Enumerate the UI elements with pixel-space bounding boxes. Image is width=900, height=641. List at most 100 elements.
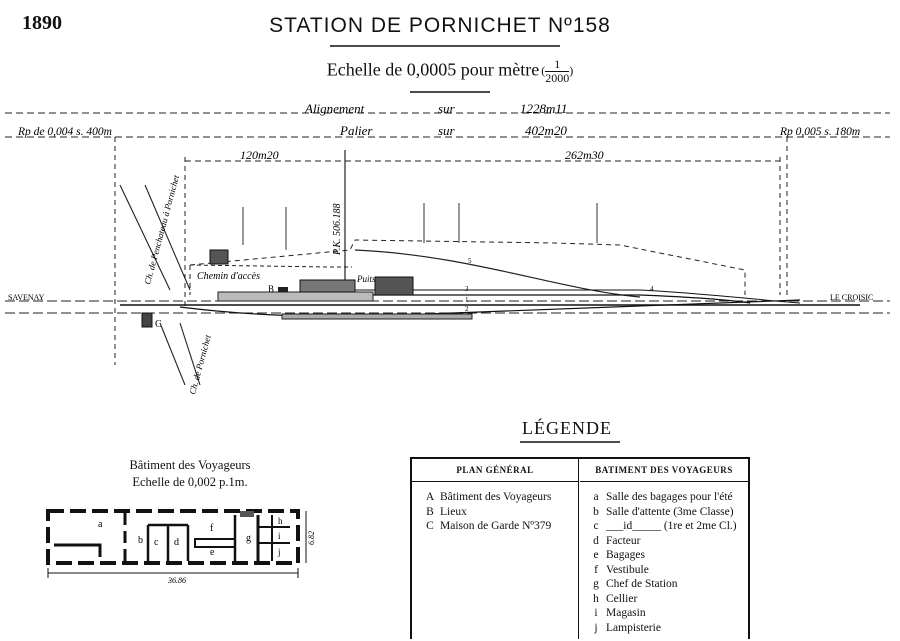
pk-label: P.K. 506.188 [332,204,343,257]
legend-label: Chef de Station [606,578,678,590]
level-label: Palier [339,123,373,138]
title-underline [330,45,560,47]
track-number-5: 5 [468,257,472,265]
plan-general-header: PLAN GÉNÉRAL [412,459,578,482]
batiment-title: Bâtiment des Voyageurs [129,458,251,472]
batiment-header: BATIMENT DES VOYAGEURS [580,459,748,482]
platform-lower [281,313,473,320]
legend-label: Cellier [606,592,638,605]
batiment-scale: Echelle de 0,002 p.1m. [132,475,248,489]
building-c-label: C [155,319,162,330]
gradient-left: Rp de 0,004 s. 400m [17,126,112,138]
legend-table: PLAN GÉNÉRAL A Bâtiment des Voyageurs B Li… [410,457,750,639]
road-top-left [119,184,171,291]
room-h: h [278,516,283,526]
room-b: b [138,535,143,546]
road-top-label: Ch. de Penchateau à Pornichet [142,174,181,286]
page-title: STATION DE PORNICHET Nº158 [269,14,611,37]
road-bottom-left [159,322,186,386]
list-item: d Facteur [586,534,748,549]
legend-key: C [426,520,434,532]
list-item: A Bâtiment des Voyageurs [420,490,578,505]
legend-label: Bâtiment des Voyageurs [440,491,552,503]
legend-key: h [593,592,599,605]
legend-label: Salle des bagages pour l'été [606,491,733,503]
track-number-4: 4 [650,285,654,293]
list-item: e Bagages [586,548,748,563]
list-item: i Magasin [586,606,748,621]
legend-batiment: BATIMENT DES VOYAGEURS a Salle des bagage… [580,459,748,639]
well-label: Puits [356,274,376,284]
legend-label: Vestibule [606,563,649,576]
legend-key: B [426,505,434,518]
legend-label: ___id_____ (1re et 2me Cl.) [606,520,737,532]
list-item: a Salle des bagages pour l'été [586,490,748,505]
savenay-label: SAVENAY [8,293,45,302]
legend-key: f [594,563,598,576]
le-croisic-label: LE CROISIC [830,293,873,302]
legend-key: A [425,491,435,503]
legend-key: e [593,549,599,561]
list-item: j Lampisterie [586,621,748,636]
platform-main [217,291,374,302]
room-i: i [278,531,281,541]
room-e: e [210,547,215,558]
building-a [299,279,356,293]
scale-text: Echelle de 0,0005 pour mètre [326,59,540,80]
track-number-3: 3 [465,285,469,293]
legend-label: Lieux [440,505,467,518]
chimney [240,511,254,517]
dim-right: 262m30 [565,148,604,162]
legend-label: Lampisterie [606,621,661,634]
track-3 [355,294,751,304]
legend-label: Magasin [606,607,646,619]
room-j: j [277,547,281,557]
legend-label: Salle d'attente (3me Classe) [606,505,734,518]
road-bottom-label: Ch. de Pornichet [187,333,213,395]
depth-dim-label: 6.82 [307,531,316,545]
legend-key: d [593,534,599,547]
room-a: a [98,519,103,530]
scale-fraction-num: 1 [554,57,561,71]
building-b-label: B [268,284,274,294]
legend-title: LÉGENDE [522,418,612,438]
outer-wall [46,509,300,565]
level-value: 402m20 [525,123,567,138]
legend-key: i [594,607,598,619]
track-number-1: 1 [465,296,469,304]
well-building [374,276,414,296]
level-sur: sur [438,123,456,138]
room-c: c [154,537,159,548]
legend-label: Bagages [606,549,645,561]
legend-key: a [593,491,599,503]
legend-underline [520,441,620,443]
width-dim-label: 36.86 [167,576,186,585]
scale-fraction-den: 2000 [545,71,570,85]
alignment-value: 1228m11 [520,101,567,116]
list-item: c___id_____ (1re et 2me Cl.) [586,519,748,534]
list-item: f Vestibule [586,563,748,578]
room-d: d [174,537,179,548]
enclosure-outline [189,239,746,295]
scale-underline [410,91,490,93]
building-c [141,312,153,328]
list-item: C Maison de Garde Nº379 [420,519,578,534]
year-label: 1890 [22,12,62,34]
legend-label: Maison de Garde Nº379 [440,520,552,532]
track-2 [179,299,801,317]
room-f: f [210,523,214,534]
access-road [189,264,352,268]
plan-general-list: A Bâtiment des Voyageurs B Lieux C Maison d… [412,482,578,534]
alignment-label: Alignement [304,101,365,116]
list-item: B Lieux [420,505,578,520]
track-4 [355,289,801,304]
batiment-plan: a b c d e f g h i j 36.86 6.82 [46,509,316,585]
legend-plan-general: PLAN GÉNÉRAL A Bâtiment des Voyageurs B Li… [412,459,579,639]
legend-key: j [594,621,598,634]
legend-label: Facteur [606,534,641,547]
alignment-sur: sur [438,101,456,116]
station-plan: Alignement sur 1228m11 Palier sur 402m20… [5,101,890,396]
